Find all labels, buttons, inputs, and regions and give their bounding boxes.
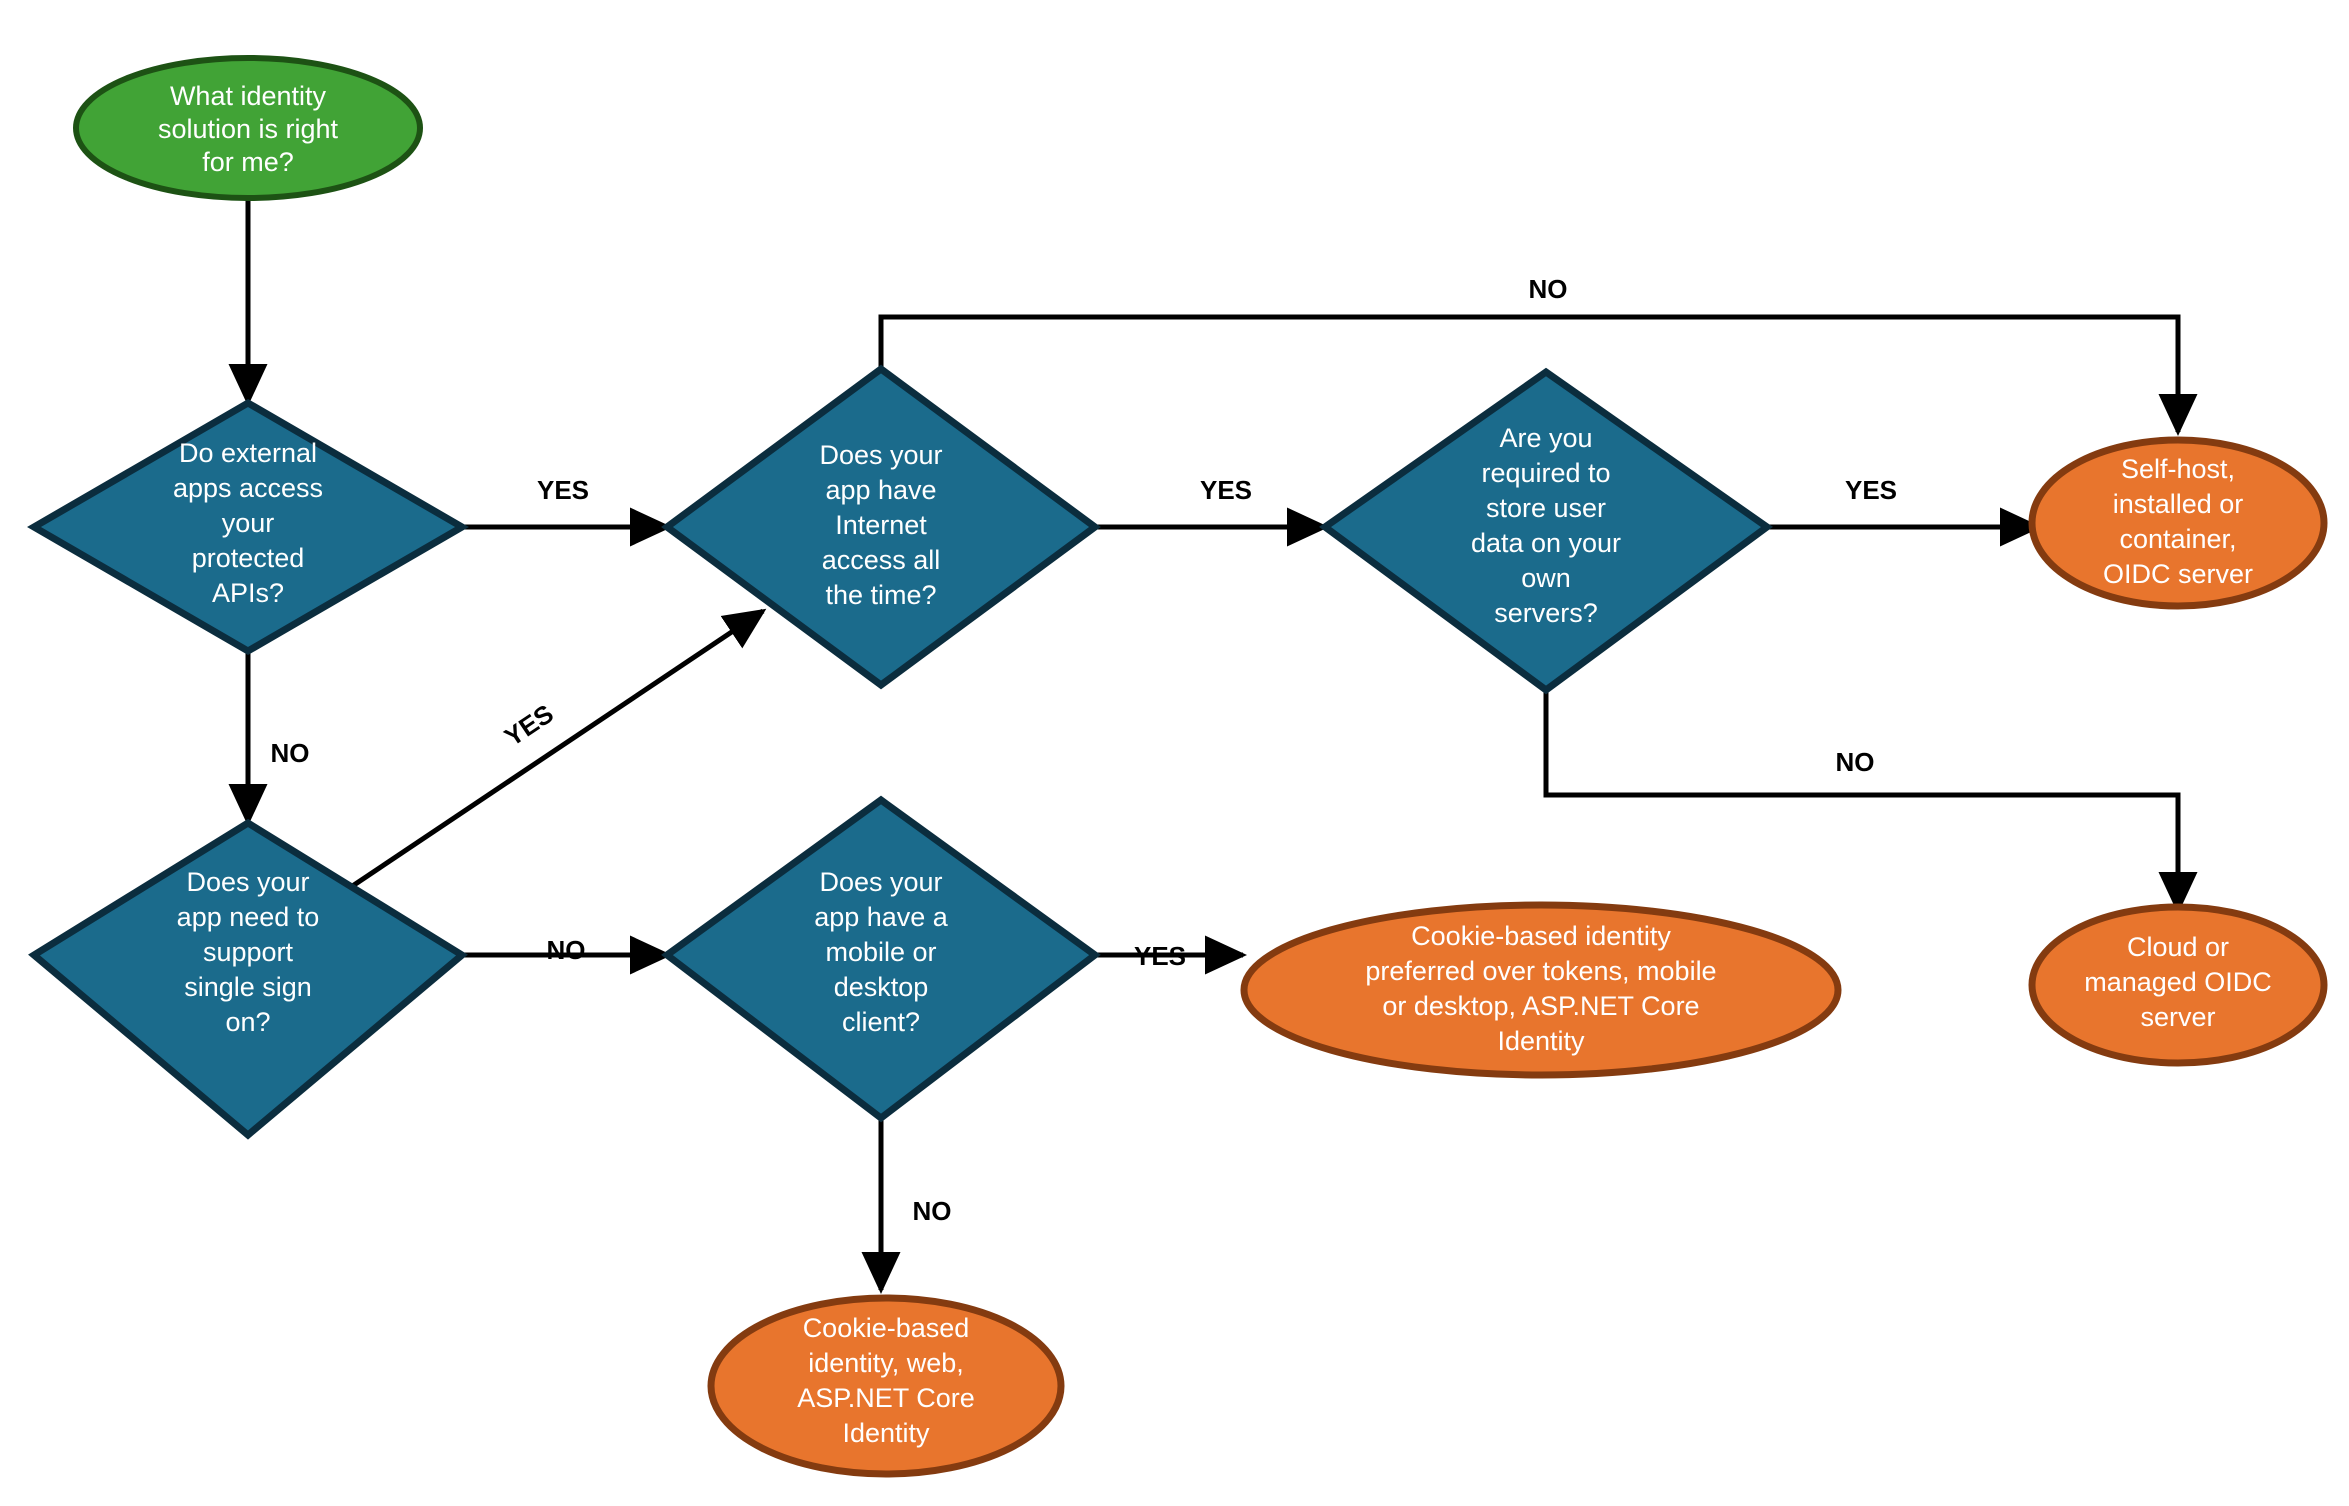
edge-single-sign-on-no-mobile-desktop-client[interactable]: NO (462, 935, 673, 975)
edge-single-sign-on-yes-internet-access[interactable]: YES (346, 608, 767, 892)
edge-external-apis-no-single-sign-on[interactable]: NO (228, 652, 310, 827)
edge-label-yes-single-sign-on: YES (499, 698, 559, 752)
node-cloud-managed-oidc[interactable]: Cloud or managed OIDC server (2028, 903, 2328, 1067)
edge-internet-access-yes-store-user-data[interactable]: YES (1095, 475, 1330, 547)
edges-layer: YES NO YES NO YES NO YES (228, 197, 2198, 1295)
edge-label-yes-mobile-desktop-client: YES (1134, 941, 1186, 971)
node-self-host-oidc[interactable]: Self-host, installed or container, OIDC … (2028, 436, 2328, 610)
node-external-apis[interactable]: Do external apps access your protected A… (27, 398, 469, 656)
edge-internet-access-no-self-host[interactable]: NO (878, 274, 2198, 437)
node-mobile-desktop-client[interactable]: Does your app have a mobile or desktop c… (661, 795, 1101, 1123)
node-internet-access[interactable]: Does your app have Internet access all t… (661, 364, 1101, 690)
edge-label-no-mobile-desktop-client: NO (913, 1196, 952, 1226)
edge-label-yes-store-user-data: YES (1845, 475, 1897, 505)
node-store-user-data[interactable]: Are you required to store user data on y… (1319, 367, 1773, 695)
node-cookie-identity-mobile-desktop[interactable]: Cookie-based identity preferred over tok… (1240, 901, 1842, 1079)
node-start[interactable]: What identity solution is right for me? (73, 55, 423, 201)
edge-label-no-single-sign-on: NO (547, 935, 586, 965)
edge-label-yes-internet-access: YES (1200, 475, 1252, 505)
edge-label-no-external-apis: NO (271, 738, 310, 768)
node-single-sign-on[interactable]: Does your app need to support single sig… (28, 818, 468, 1140)
edge-label-yes-external-apis: YES (537, 475, 589, 505)
edge-label-no-internet-access: NO (1529, 274, 1568, 304)
edge-mobile-desktop-client-yes-cookie-mobile[interactable]: YES (1095, 935, 1248, 975)
edge-external-apis-yes-internet-access[interactable]: YES (462, 475, 673, 547)
node-cookie-identity-web[interactable]: Cookie-based identity, web, ASP.NET Core… (707, 1294, 1065, 1478)
edge-store-user-data-no-cloud-managed[interactable]: NO (1543, 690, 2198, 915)
edge-label-no-store-user-data: NO (1836, 747, 1875, 777)
edge-store-user-data-yes-self-host[interactable]: YES (1767, 475, 2043, 547)
edge-mobile-desktop-client-no-cookie-web[interactable]: NO (861, 1118, 952, 1295)
